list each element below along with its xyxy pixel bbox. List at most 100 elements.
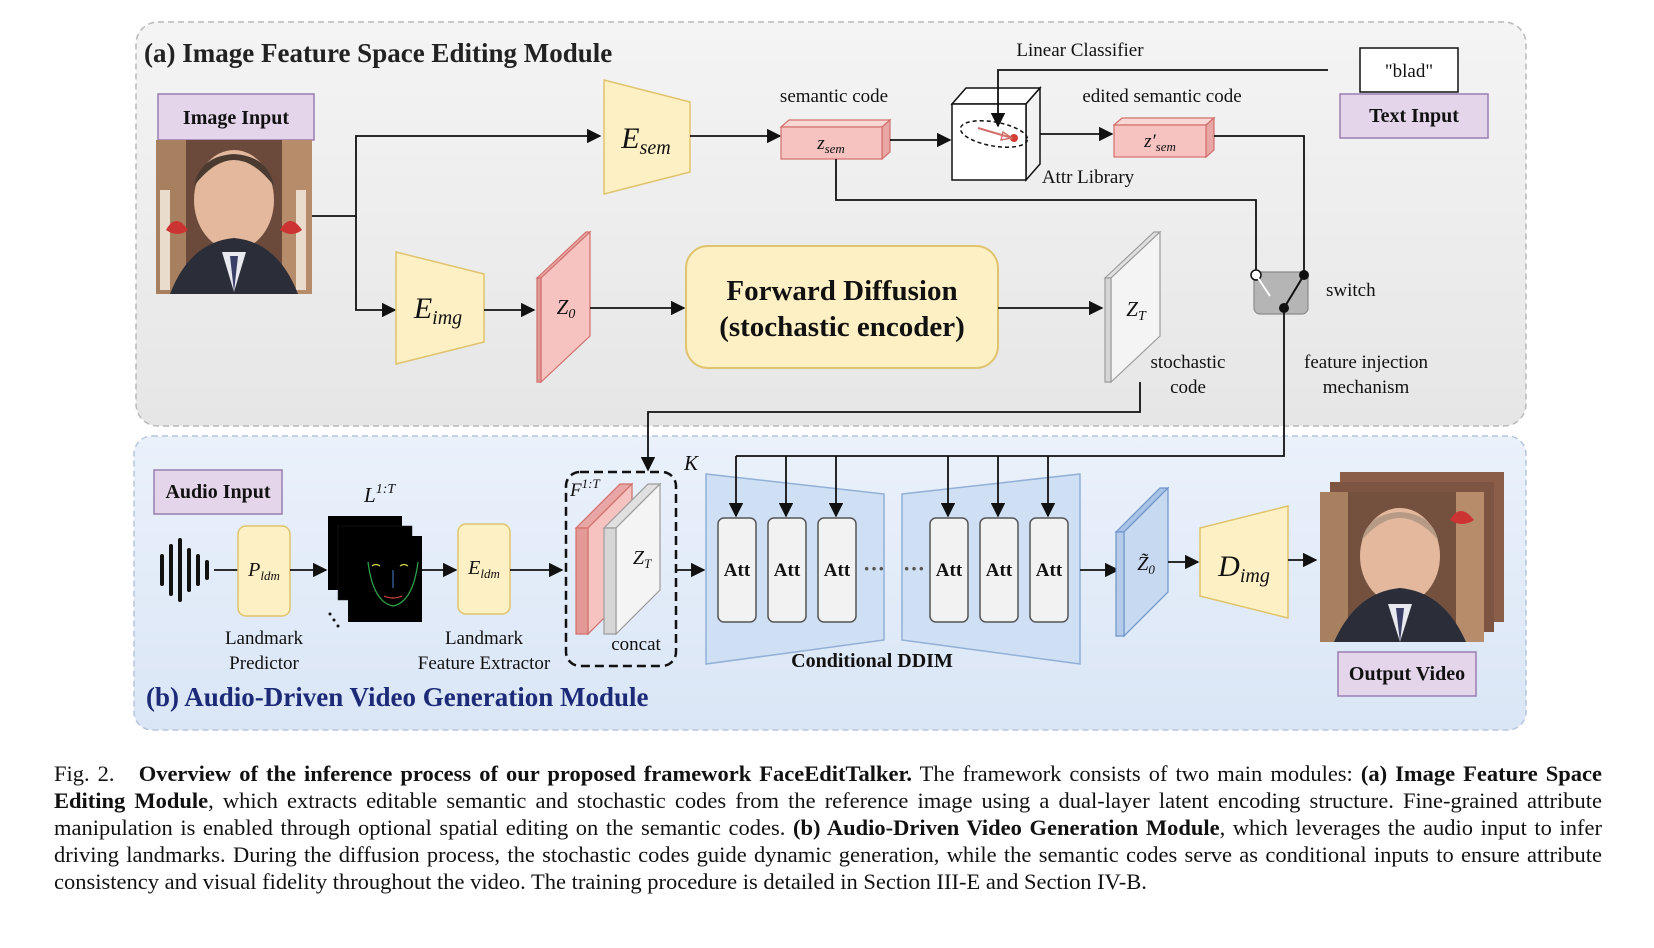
image-decoder: Dimg (1199, 505, 1289, 619)
att-block: Att (767, 517, 807, 623)
att-label: Att (1036, 560, 1063, 581)
concat-zt-slab: ZT (602, 482, 662, 636)
denoised-latent-z0: Z̃0 (1114, 486, 1170, 638)
switch-label: switch (1326, 280, 1376, 301)
stochastic-code-line2: code (1170, 377, 1206, 398)
landmark-predictor-line1: Landmark (225, 628, 304, 649)
svg-text:Dimg: Dimg (1217, 550, 1270, 587)
svg-text:zsem: zsem (816, 133, 845, 156)
z0-symbol: Z (557, 295, 569, 319)
latent-z0: Z0 (535, 230, 592, 384)
z0-tilde-symbol: Z̃ (1137, 552, 1149, 575)
feature-injection-line1: feature injection (1304, 352, 1428, 373)
conditional-ddim-label: Conditional DDIM (791, 650, 953, 672)
z-sem-symbol: z (816, 133, 825, 154)
p-ldm-subscript: ldm (260, 568, 280, 583)
text-input: "blad" Text Input (1339, 47, 1489, 139)
latent-zt: ZT (1103, 230, 1162, 384)
att-label: Att (824, 560, 851, 581)
edited-semantic-code-label: edited semantic code (1082, 86, 1241, 107)
reference-face-image (156, 140, 312, 294)
figure-caption: Fig. 2. Overview of the inference proces… (54, 760, 1602, 895)
landmark-predictor-line2: Predictor (229, 653, 299, 674)
landmark-frames (328, 516, 422, 628)
svg-text:Eldm: Eldm (467, 557, 500, 581)
svg-text:Eimg: Eimg (413, 292, 462, 329)
landmark-extractor-line1: Landmark (445, 628, 524, 649)
z-sem-subscript: sem (825, 141, 845, 156)
image-input: Image Input (156, 93, 315, 294)
image-encoder: Eimg (395, 251, 485, 365)
caption-title: Overview of the inference process of our… (138, 761, 913, 786)
output-video-label: Output Video (1349, 663, 1465, 685)
forward-diffusion-block: Forward Diffusion (stochastic encoder) (685, 245, 999, 369)
caption-text-3: , which leverages the audio input to inf… (54, 815, 1602, 894)
e-img-subscript: img (432, 307, 462, 329)
linear-classifier-label: Linear Classifier (1016, 40, 1144, 61)
d-img-subscript: img (1240, 565, 1270, 587)
module-a: (a) Image Feature Space Editing Module I… (135, 21, 1527, 427)
module-b: (b) Audio-Driven Video Generation Module… (133, 308, 1527, 731)
e-img-symbol: E (413, 292, 432, 325)
audio-input-label: Audio Input (165, 481, 270, 503)
att-label: Att (936, 560, 963, 581)
att-label: Att (986, 560, 1013, 581)
z-sem-edited-symbol: z′ (1143, 131, 1156, 152)
svg-text:L1:T: L1:T (363, 482, 396, 507)
svg-text:Z̃0: Z̃0 (1137, 552, 1155, 577)
module-b-title: (b) Audio-Driven Video Generation Module (146, 682, 649, 712)
svg-text:z′sem: z′sem (1143, 131, 1176, 154)
caption-fig-label: Fig. 2. (54, 761, 115, 786)
att-block: Att (717, 517, 757, 623)
landmark-extractor-line2: Feature Extractor (418, 653, 551, 674)
output-video-frames (1320, 472, 1504, 642)
concat-zt-symbol: Z (633, 547, 645, 569)
z-sem-edited-subscript: sem (1156, 139, 1176, 154)
image-input-label: Image Input (183, 107, 289, 129)
attr-library-label: Attr Library (1042, 167, 1135, 188)
zt-subscript: T (1138, 309, 1147, 324)
edited-semantic-code-block: z′sem (1112, 116, 1216, 159)
caption-text-1: The framework consists of two main modul… (912, 761, 1361, 786)
feature-injection-line2: mechanism (1323, 377, 1410, 398)
svg-text:Pldm: Pldm (247, 559, 280, 583)
module-a-title: (a) Image Feature Space Editing Module (144, 38, 612, 68)
att-block: Att (929, 517, 969, 623)
concat-group (564, 470, 678, 668)
ellipsis-left: ··· (863, 556, 885, 581)
att-block: Att (817, 517, 857, 623)
z0-subscript: 0 (568, 307, 575, 322)
concat-zt-subscript: T (644, 556, 652, 571)
att-block: Att (1029, 517, 1069, 623)
e-sem-subscript: sem (640, 137, 671, 159)
zt-symbol: Z (1126, 297, 1138, 321)
caption-bold-module-b: (b) Audio-Driven Video Generation Module (792, 815, 1220, 840)
svg-text:ZT: ZT (1126, 297, 1147, 324)
att-label: Att (774, 560, 801, 581)
landmark-predictor: Pldm (237, 525, 291, 617)
text-input-label: Text Input (1369, 105, 1459, 127)
audio-waveform-icon (160, 538, 209, 602)
k-label: K (683, 451, 699, 475)
e-ldm-subscript: ldm (480, 566, 500, 581)
concat-label: concat (611, 634, 661, 655)
att-label: Att (724, 560, 751, 581)
switch (1250, 269, 1309, 315)
forward-diffusion-line1: Forward Diffusion (726, 275, 957, 307)
framework-diagram: (a) Image Feature Space Editing Module I… (133, 21, 1527, 731)
landmark-feature-extractor: Eldm (457, 523, 511, 615)
svg-text:Z0: Z0 (557, 295, 576, 322)
e-ldm-symbol: E (467, 557, 480, 579)
svg-text:ZT: ZT (633, 547, 652, 571)
ellipsis-right: ··· (903, 556, 925, 581)
semantic-code-block: zsem (779, 118, 892, 161)
f-symbol: F (569, 480, 582, 501)
text-input-value: "blad" (1385, 61, 1433, 82)
d-img-symbol: D (1217, 550, 1240, 583)
stochastic-code-line1: stochastic (1151, 352, 1226, 373)
caption-text-2: , which extracts editable semantic and s… (54, 788, 1603, 840)
f-superscript: 1:T (582, 476, 601, 491)
l-superscript: 1:T (376, 482, 397, 497)
p-ldm-symbol: P (247, 559, 260, 581)
svg-text:Esem: Esem (620, 122, 670, 159)
